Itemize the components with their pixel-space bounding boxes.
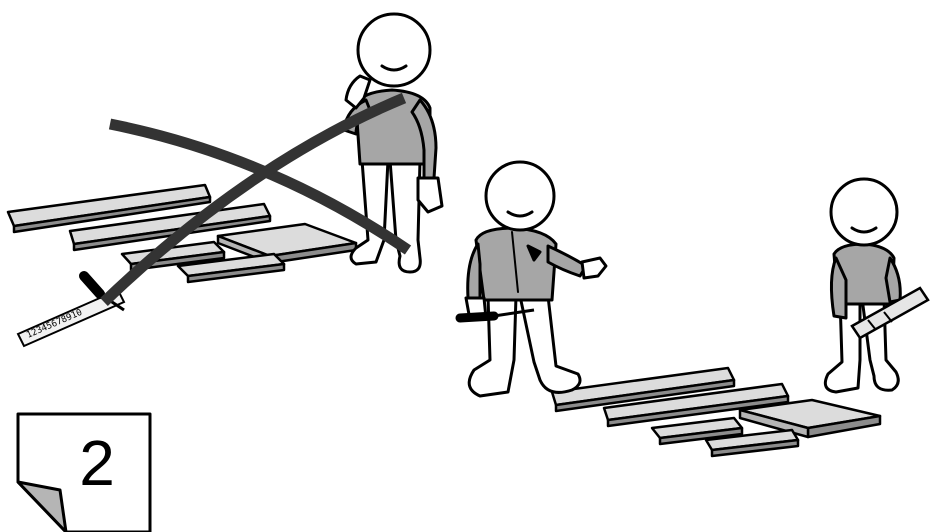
worker-person-figure	[466, 162, 606, 396]
thinking-person-figure	[344, 14, 442, 272]
step-number: 2	[52, 428, 142, 498]
board	[218, 224, 356, 263]
person-with-ruler-figure	[825, 179, 900, 392]
